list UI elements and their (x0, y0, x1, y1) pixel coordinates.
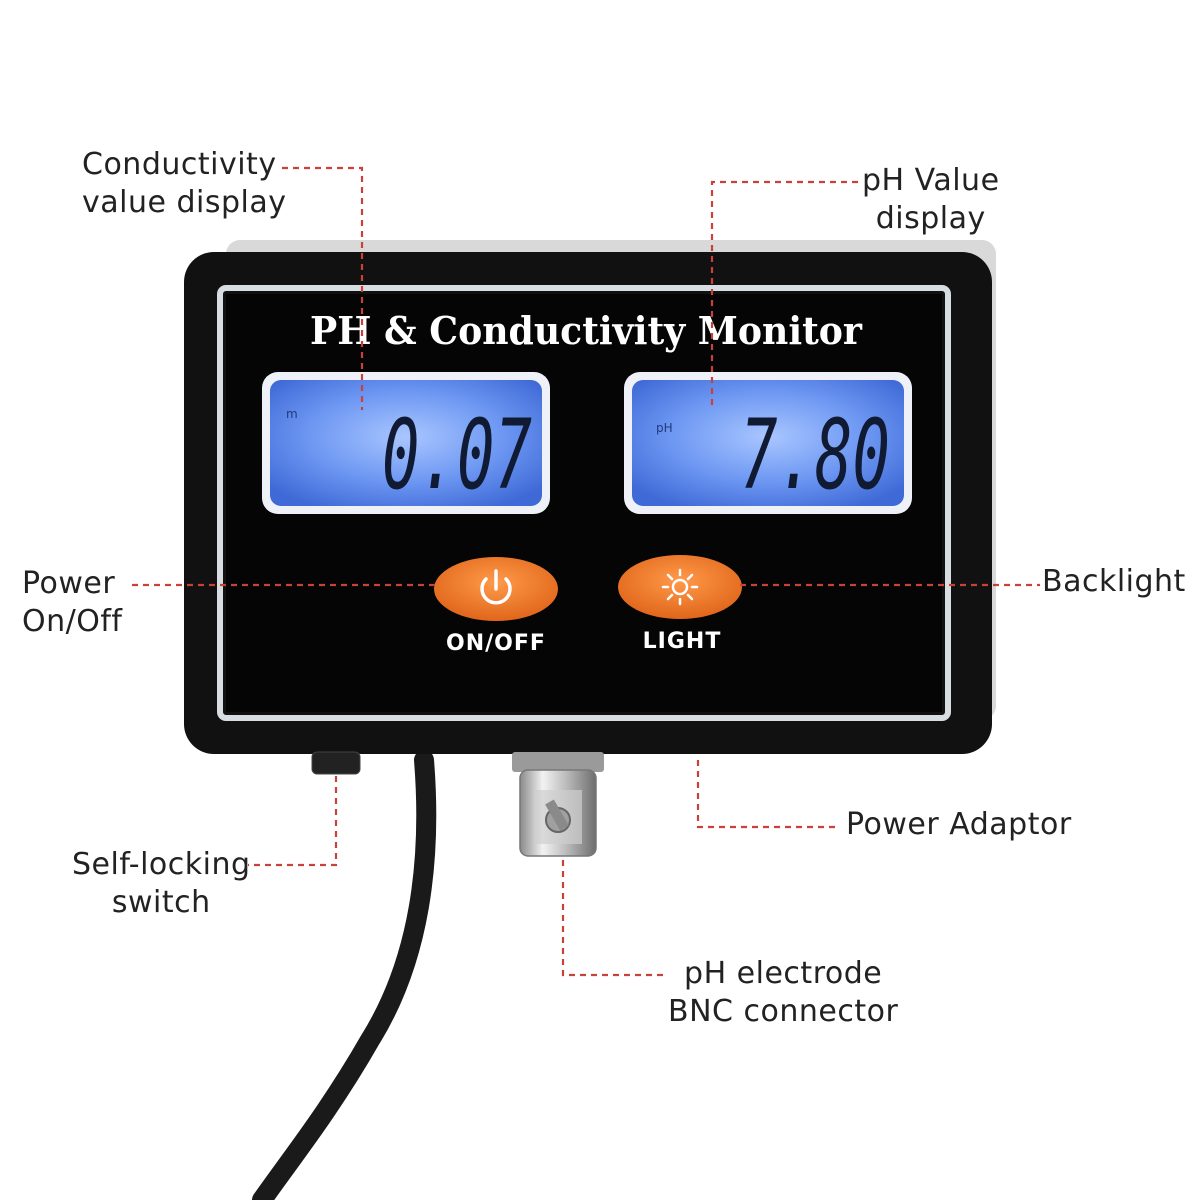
conductivity-unit-mark: m (286, 407, 298, 421)
power-button-label: ON/OFF (446, 631, 546, 656)
callout-line: pH electrode (684, 956, 883, 991)
callout-line: display (875, 201, 986, 236)
callout-line: value display (82, 185, 287, 220)
callout-line: Conductivity (82, 147, 277, 182)
power-button[interactable] (434, 557, 558, 621)
callout-line: Power Adaptor (846, 807, 1072, 842)
callout-line: pH Value (862, 163, 1000, 198)
leader-self-locking (248, 776, 338, 867)
leader-conductivity (282, 166, 364, 410)
callout-backlight: Backlight (1042, 563, 1186, 601)
front-panel-bezel (217, 285, 951, 721)
light-button[interactable] (618, 555, 742, 619)
leader-ph (710, 180, 858, 410)
callout-line: On/Off (22, 604, 123, 639)
callout-line: Backlight (1042, 564, 1186, 599)
callout-line: Power (22, 566, 116, 601)
ph-lcd (632, 380, 904, 506)
ph-unit-mark: pH (656, 421, 673, 435)
sun-icon (661, 568, 699, 606)
ph-reading: 7.80 (740, 399, 890, 511)
power-icon (480, 569, 512, 605)
callout-bnc-connector: pH electrode BNC connector (668, 955, 898, 1031)
callout-self-locking-switch: Self-locking switch (72, 846, 251, 922)
bnc-connector (512, 752, 604, 857)
conductivity-lcd (270, 380, 542, 506)
callout-line: BNC connector (668, 994, 899, 1029)
callout-line: switch (111, 885, 211, 920)
leader-adaptor (696, 760, 840, 829)
callout-line: Self-locking (72, 847, 251, 882)
callout-power: Power On/Off (22, 565, 122, 641)
leader-bnc (561, 860, 664, 977)
callout-ph-display: pH Value display (862, 162, 1000, 238)
conductivity-reading: 0.07 (382, 399, 532, 511)
self-locking-switch[interactable] (311, 751, 361, 775)
light-button-label: LIGHT (643, 629, 722, 654)
device-title: PH & Conductivity Monitor (310, 308, 863, 353)
callout-conductivity-display: Conductivity value display (82, 146, 287, 222)
callout-power-adaptor: Power Adaptor (846, 806, 1072, 844)
sensor-cable (252, 750, 437, 1200)
